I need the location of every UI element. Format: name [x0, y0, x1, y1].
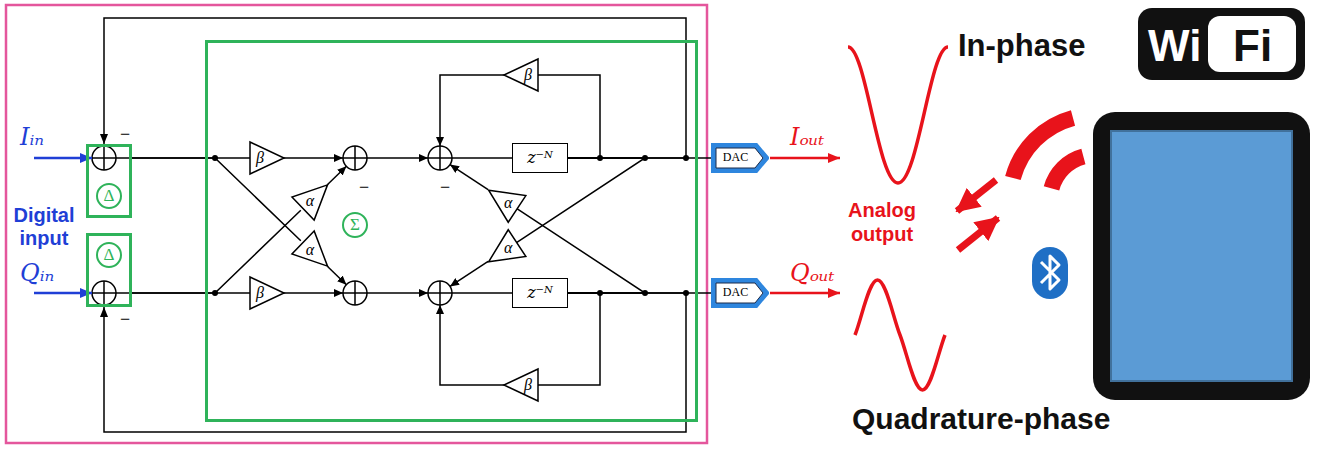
link-arrow [958, 218, 998, 250]
gain-label: β [524, 377, 532, 393]
gain-shape [488, 229, 525, 261]
signal-wire [367, 292, 428, 294]
dac-block: DAC [711, 143, 769, 173]
signal-arc [1013, 118, 1073, 178]
output-caption: Analog output [840, 198, 924, 246]
gain-label: α [306, 242, 314, 258]
delay-box: z⁻ᴺ [512, 143, 568, 173]
logo-text: Fi [1233, 21, 1272, 72]
system-frame [6, 5, 707, 443]
gain-triangle: β [505, 370, 535, 400]
gain-triangle: β [505, 60, 535, 90]
bluetooth-rune [1041, 256, 1059, 289]
dac-label: DAC [723, 151, 757, 164]
signal-name: Iₒᵤₜ [790, 124, 824, 152]
dac-inner-frame [716, 283, 763, 303]
dac-frame [714, 281, 767, 306]
signal-arc [1052, 157, 1084, 189]
sign-label: − [440, 177, 450, 198]
gain-triangle: β [253, 278, 283, 308]
feedback-wire [440, 305, 504, 385]
feedback-wire [440, 75, 504, 146]
cross-wire [450, 165, 488, 190]
gain-triangle: β [253, 143, 283, 173]
gain-shape [488, 190, 525, 222]
input-arrow [34, 292, 92, 295]
wave-caption: In-phase [958, 28, 1085, 64]
bluetooth-icon [1032, 247, 1068, 299]
delta-block: Δ [86, 233, 132, 307]
gain-shape [504, 369, 538, 401]
tablet-body [1093, 112, 1310, 400]
dac-block: DAC [711, 278, 769, 308]
wave-caption: Quadrature-phase [852, 402, 1110, 437]
gain-triangle: α [301, 181, 331, 211]
wifi-logo-box [1208, 16, 1296, 72]
gain-shape [504, 59, 538, 91]
input-arrow [34, 157, 92, 160]
gain-triangle: α [487, 184, 517, 214]
adder-cross [92, 146, 452, 305]
sign-label: − [359, 177, 369, 198]
delta-block: Δ [86, 144, 132, 218]
gain-shape [250, 277, 284, 309]
signal-name: Qᵢₙ [20, 260, 54, 288]
in-phase-wave [848, 47, 948, 183]
gain-label: β [524, 67, 532, 83]
signal-wire [284, 157, 343, 159]
triangle-outline [301, 240, 331, 270]
signal-connector [132, 210, 301, 293]
delay-label: z⁻ᴺ [527, 284, 553, 302]
signal-connector [104, 18, 686, 158]
triangle-outline [301, 181, 331, 211]
gain-triangle: α [487, 238, 517, 268]
link-arrow [957, 180, 996, 211]
sign-label: − [120, 309, 130, 330]
dac-frame [714, 146, 767, 171]
gain-label: α [306, 193, 314, 209]
signal-wire [452, 157, 512, 159]
sigma-block: Σβ α α β β z⁻ᴺ α α z⁻ᴺ β [205, 40, 698, 422]
block-symbol: Δ [96, 183, 122, 209]
delay-label: z⁻ᴺ [527, 149, 553, 167]
sign-label: − [120, 124, 130, 145]
gain-shape [292, 185, 328, 220]
gain-triangle: α [301, 240, 331, 270]
block-symbol: Σ [342, 212, 368, 238]
signal-connector [132, 158, 301, 241]
tablet-screen [1111, 131, 1292, 381]
output-arrow [770, 157, 840, 160]
dac-inner-frame [716, 148, 763, 168]
delay-box: z⁻ᴺ [512, 278, 568, 308]
signal-connector [104, 293, 686, 432]
output-arrow [770, 292, 840, 295]
signal-wire [284, 292, 343, 294]
signal-wire [452, 292, 512, 294]
gain-shape [250, 142, 284, 174]
block-symbol: Δ [96, 242, 122, 268]
gain-label: α [504, 195, 512, 211]
dac-label: DAC [723, 286, 757, 299]
cross-wire [327, 266, 346, 284]
input-caption: Digital input [6, 204, 82, 250]
quadrature-wave [855, 280, 945, 390]
cross-wire [327, 166, 346, 184]
logo-text: Wi [1148, 21, 1201, 72]
wifi-logo [1138, 8, 1305, 80]
gain-label: β [256, 150, 264, 166]
signal-name: Iᵢₙ [20, 124, 44, 152]
gain-shape [292, 231, 328, 266]
signal-wire [367, 157, 428, 159]
signal-name: Qₒᵤₜ [790, 260, 834, 288]
gain-label: α [504, 240, 512, 256]
gain-label: β [256, 285, 264, 301]
cross-wire [450, 261, 488, 286]
